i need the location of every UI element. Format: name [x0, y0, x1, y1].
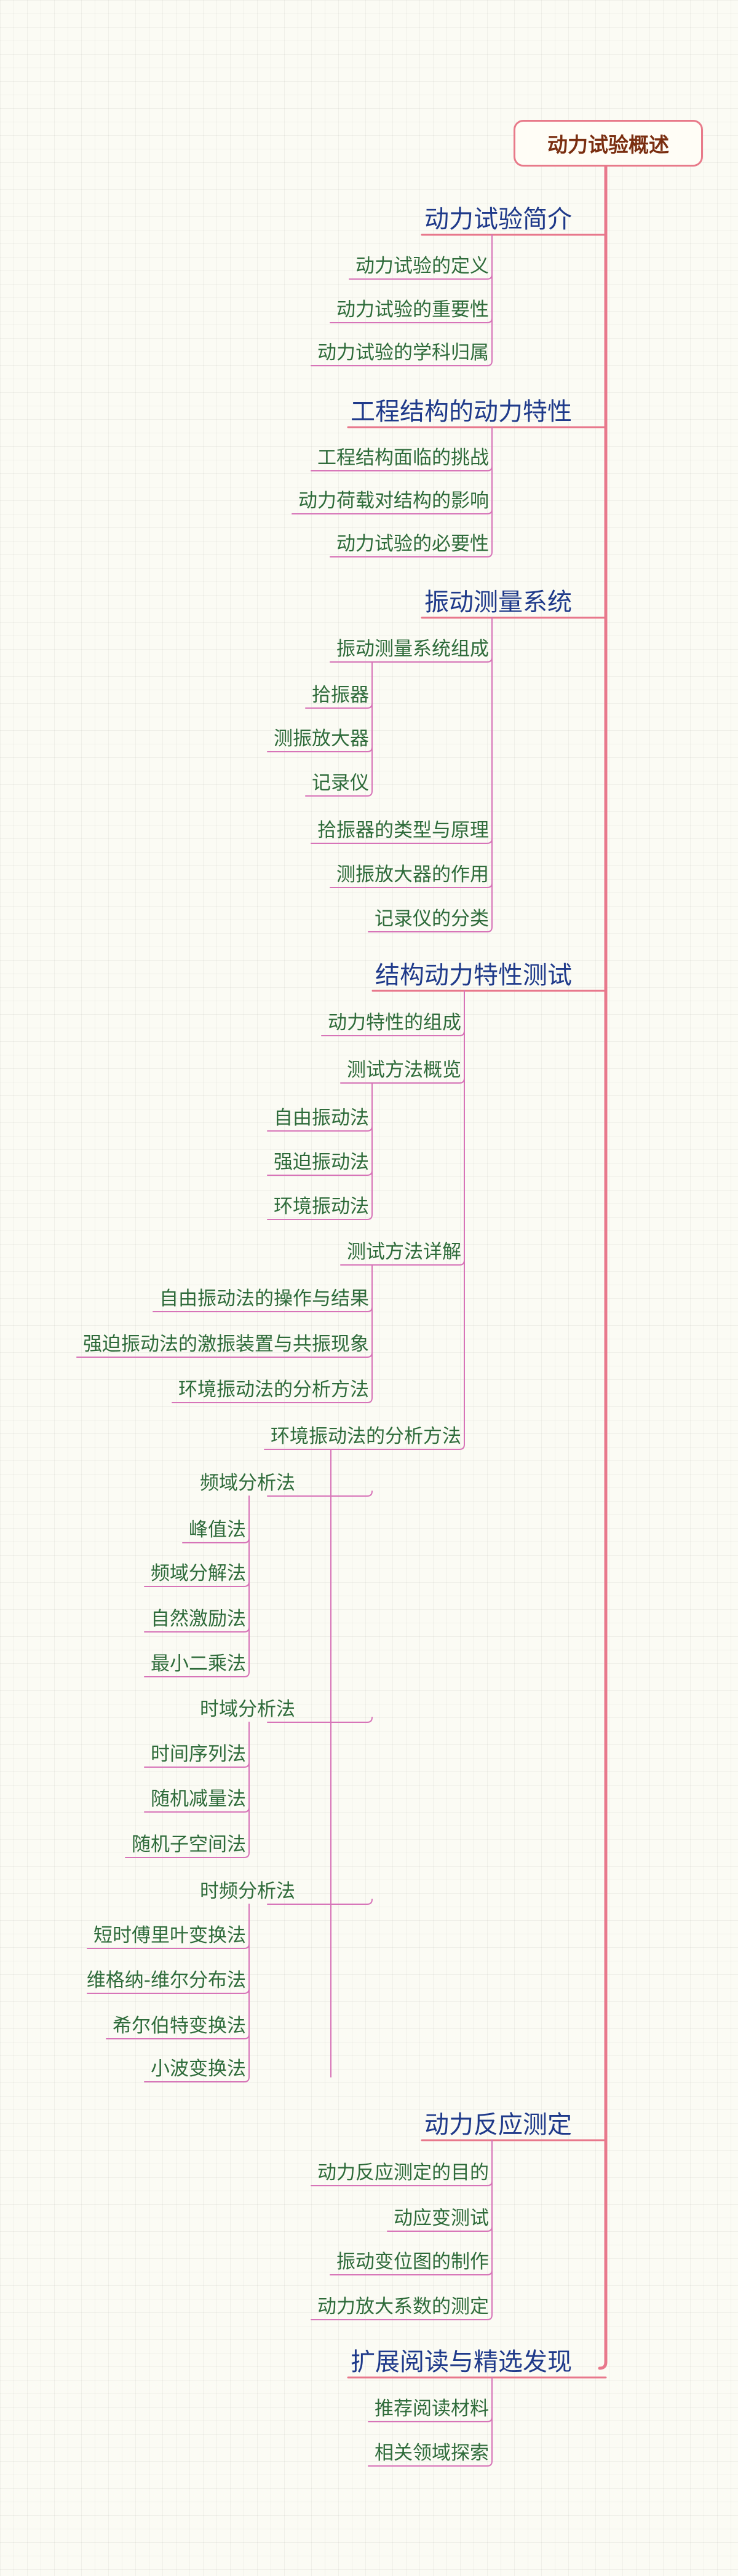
topic-item[interactable]: 时间序列法 — [151, 1743, 246, 1765]
item-underline — [267, 1491, 373, 1497]
topic-item[interactable]: 拾振器 — [312, 684, 369, 706]
topic-item[interactable]: 环境振动法的分析方法 — [271, 1425, 461, 1448]
topic-item[interactable]: 频域分解法 — [151, 1562, 246, 1585]
item-underline — [144, 2076, 250, 2082]
topic-item[interactable]: 推荐阅读材料 — [375, 2398, 489, 2420]
item-underline — [267, 1214, 373, 1220]
topic-item[interactable]: 动力试验的定义 — [355, 255, 489, 277]
topic-item[interactable]: 动应变测试 — [394, 2207, 489, 2229]
topic-item[interactable]: 最小二乘法 — [151, 1653, 246, 1675]
topic-item[interactable]: 环境振动法的分析方法 — [178, 1379, 369, 1401]
topic-item[interactable]: 测振放大器的作用 — [336, 864, 489, 886]
topic-item[interactable]: 动力试验的必要性 — [336, 533, 489, 555]
topic-item[interactable]: 时域分析法 — [200, 1698, 295, 1720]
topic-item[interactable]: 短时傅里叶变换法 — [93, 1924, 246, 1947]
topic-item[interactable]: 动力荷载对结构的影响 — [298, 490, 489, 512]
topic-item[interactable]: 动力放大系数的测定 — [317, 2296, 489, 2318]
section-node[interactable]: 结构动力特性测试 — [375, 961, 572, 990]
section-node[interactable]: 动力反应测定 — [424, 2111, 572, 2139]
topic-item[interactable]: 维格纳-维尔分布法 — [86, 1969, 246, 1991]
root-node[interactable]: 动力试验概述 — [514, 120, 703, 167]
section-node[interactable]: 动力试验简介 — [424, 205, 572, 234]
topic-item[interactable]: 自由振动法 — [274, 1107, 369, 1129]
topic-item[interactable]: 动力试验的重要性 — [336, 299, 489, 321]
topic-item[interactable]: 希尔伯特变换法 — [113, 2015, 246, 2037]
topic-item[interactable]: 动力试验的学科归属 — [317, 342, 489, 364]
section-node[interactable]: 扩展阅读与精选发现 — [351, 2348, 572, 2376]
item-underline — [125, 1852, 250, 1858]
item-underline — [267, 1717, 373, 1723]
section-node[interactable]: 工程结构的动力特性 — [351, 398, 572, 426]
item-underline — [267, 1899, 373, 1905]
topic-item[interactable]: 动力特性的组成 — [328, 1012, 461, 1034]
topic-item[interactable]: 工程结构面临的挑战 — [317, 447, 489, 469]
item-underline — [144, 1671, 250, 1677]
topic-item[interactable]: 频域分析法 — [200, 1472, 295, 1494]
item-underline — [368, 926, 493, 932]
topic-item[interactable]: 记录仪 — [312, 772, 369, 794]
topic-item[interactable]: 振动测量系统组成 — [336, 638, 489, 660]
topic-item[interactable]: 时频分析法 — [200, 1880, 295, 1902]
topic-item[interactable]: 相关领域探索 — [375, 2442, 489, 2464]
item-underline — [311, 2314, 493, 2320]
trunk-line — [598, 165, 608, 2370]
topic-item[interactable]: 强迫振动法的激振装置与共振现象 — [83, 1333, 369, 1355]
topic-item[interactable]: 动力反应测定的目的 — [317, 2162, 489, 2184]
item-underline — [264, 1444, 465, 1450]
topic-item[interactable]: 拾振器的类型与原理 — [317, 819, 489, 841]
section-node[interactable]: 振动测量系统 — [424, 588, 572, 616]
topic-item[interactable]: 随机子空间法 — [132, 1834, 246, 1856]
topic-item[interactable]: 测试方法概览 — [347, 1059, 461, 1081]
topic-item[interactable]: 小波变换法 — [151, 2058, 246, 2080]
topic-item[interactable]: 强迫振动法 — [274, 1151, 369, 1173]
topic-item[interactable]: 测试方法详解 — [347, 1241, 461, 1263]
item-underline — [172, 1397, 373, 1403]
topic-item[interactable]: 自然激励法 — [151, 1608, 246, 1630]
topic-item[interactable]: 峰值法 — [189, 1519, 246, 1541]
item-underline — [330, 551, 493, 557]
item-underline — [368, 2460, 493, 2467]
topic-item[interactable]: 环境振动法 — [274, 1195, 369, 1218]
item-underline — [305, 790, 373, 797]
topic-item[interactable]: 记录仪的分类 — [375, 908, 489, 930]
topic-item[interactable]: 自由振动法的操作与结果 — [159, 1288, 369, 1310]
topic-item[interactable]: 随机减量法 — [151, 1788, 246, 1810]
topic-item[interactable]: 振动变位图的制作 — [336, 2251, 489, 2273]
topic-item[interactable]: 测振放大器 — [274, 728, 369, 750]
item-underline — [311, 360, 493, 366]
